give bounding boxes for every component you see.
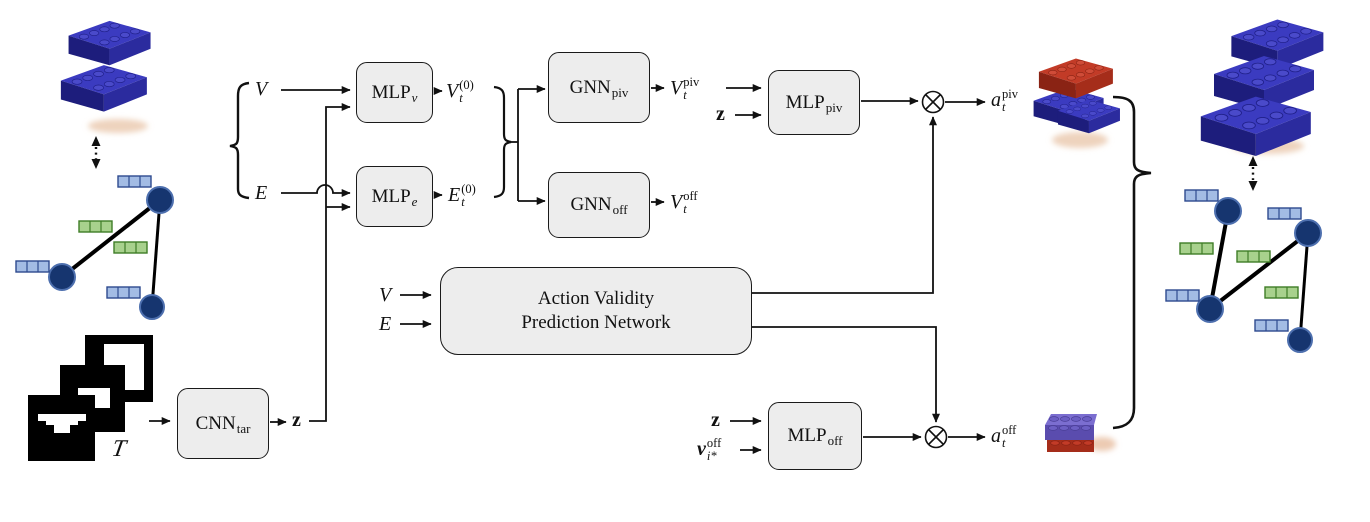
avpn-label-line2: Prediction Network [521, 312, 671, 333]
mlp-piv-label: MLP [785, 91, 825, 113]
edge-feature-vector [113, 241, 148, 254]
equivalence-arrow-right [1248, 156, 1258, 191]
mlp-piv-sub: piv [825, 99, 843, 115]
avpn-label-line1: Action Validity [537, 288, 655, 310]
source-graph [15, 175, 174, 320]
mlp-e-label: MLP [371, 185, 411, 207]
wires [149, 84, 986, 454]
v-off-input-sub: i* [706, 449, 717, 464]
node-feature-vector [15, 260, 50, 273]
graph-to-ve-brace [229, 81, 250, 200]
braces [229, 81, 1152, 430]
edge-feature-vector [1179, 242, 1214, 255]
equivalence-arrow-left [91, 136, 101, 169]
node-feature-vector [1165, 289, 1200, 302]
e-t0-base: E [448, 183, 461, 206]
mlp-e-sub: e [411, 193, 418, 209]
v-t0-label: V (0)t [446, 78, 474, 104]
edge-feature-vector [1236, 250, 1271, 263]
gnn-piv-label: GNN [569, 76, 611, 98]
action-combination-brace [1112, 95, 1152, 430]
graph-node [146, 186, 174, 214]
a-t-piv-sup: piv [1002, 87, 1018, 101]
input-v-label: V [255, 78, 268, 100]
graph-node [1196, 295, 1224, 323]
graph-node [48, 263, 76, 291]
v-off-input-sup: off [706, 436, 722, 450]
v-t-off-base: V [670, 190, 683, 213]
target-structure-image [1200, 19, 1324, 157]
graph-node [139, 294, 165, 320]
a-t-piv-sub: t [1002, 100, 1006, 115]
v-t0-sub: t [459, 91, 463, 106]
a-t-piv-base: a [991, 88, 1001, 111]
z-into-mlp-piv-label: z [716, 103, 725, 125]
mlp-off-sub: off [827, 433, 843, 448]
a-t-off-base: a [991, 424, 1001, 447]
gate-otimes-piv [921, 90, 945, 114]
node-feature-vector [1254, 319, 1289, 332]
v-t-piv-sup: piv [683, 75, 700, 89]
mlp-off-label: MLP [787, 425, 827, 446]
graph-node [1287, 327, 1313, 353]
hidden-state-brace [493, 85, 512, 199]
gnn-piv-sub: piv [611, 84, 629, 100]
node-feature-vector [1267, 207, 1302, 220]
graph-node [1214, 197, 1242, 225]
node-feature-vector [117, 175, 152, 188]
edge-feature-vector [1264, 286, 1299, 299]
gate-otimes-off [924, 425, 948, 449]
graph-node [1294, 219, 1322, 247]
a-t-off-sup: off [1002, 423, 1017, 437]
node-feature-vector [1184, 189, 1219, 202]
input-e-label: E [255, 182, 268, 204]
avpn-input-v-label: V [379, 284, 392, 306]
z-into-mlp-off-label: z [711, 409, 720, 431]
gnn-off-label: GNN [570, 194, 612, 215]
avpn-box: Action Validity Prediction Network [440, 267, 752, 355]
pivot-action-image [1033, 58, 1121, 148]
cnn-tar-sub: tar [236, 420, 251, 436]
target-graph [1165, 189, 1322, 353]
v-off-input-base: v [697, 437, 706, 460]
v-t-piv-sub: t [683, 88, 687, 103]
z-output-label: z [292, 409, 301, 431]
avpn-input-e-label: E [379, 313, 392, 335]
mlp-v-sub: v [411, 89, 418, 105]
current-structure-image [60, 20, 151, 133]
e-t0-label: E (0)t [448, 182, 476, 208]
node-feature-vector [106, 286, 141, 299]
v-t0-base: V [446, 79, 459, 102]
edge-feature-vector [78, 220, 113, 233]
e-t0-sub: t [461, 195, 465, 210]
offset-action-image [1045, 414, 1116, 452]
mlp-v-label: MLP [371, 81, 411, 103]
v-t-off-sub: t [683, 202, 687, 217]
e-t0-sup: (0) [461, 182, 476, 196]
gnn-off-sub: off [612, 202, 628, 217]
target-silhouettes [28, 335, 153, 461]
a-t-off-sub: t [1002, 436, 1006, 451]
v-t-off-sup: off [683, 189, 698, 203]
cnn-tar-label: CNN [195, 412, 236, 434]
v-t0-sup: (0) [459, 78, 474, 92]
v-t-piv-base: V [670, 76, 683, 99]
